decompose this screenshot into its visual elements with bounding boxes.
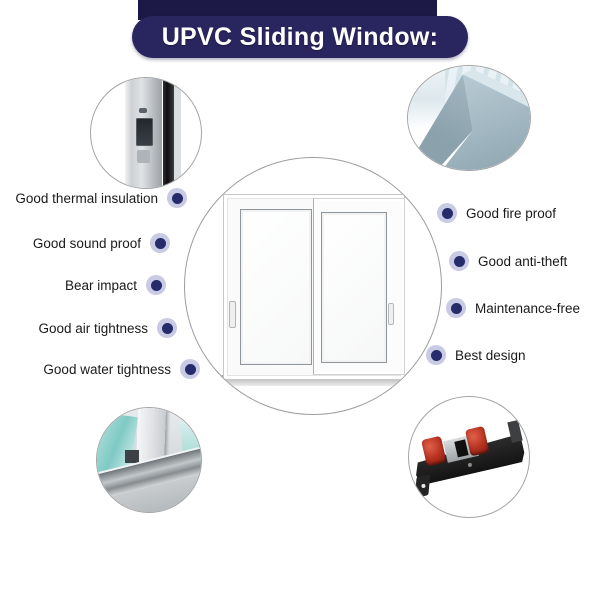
feature-bear-impact: Bear impact xyxy=(65,275,166,295)
gasket-strip xyxy=(162,78,174,188)
bullet-dot-icon xyxy=(437,203,457,223)
bullet-dot-icon xyxy=(446,298,466,318)
feature-best-design: Best design xyxy=(426,345,526,365)
feature-label: Good thermal insulation xyxy=(15,190,158,206)
bullet-dot-icon xyxy=(426,345,446,365)
profile-edge xyxy=(173,78,182,188)
lock-keeper xyxy=(136,117,153,147)
feature-thermal-insulation: Good thermal insulation xyxy=(15,188,187,208)
keeper-slot xyxy=(139,107,148,114)
title-banner: UPVC Sliding Window: xyxy=(132,16,468,58)
main-product-circle xyxy=(184,157,442,415)
feature-water-tightness: Good water tightness xyxy=(43,359,200,379)
window-left-glass xyxy=(240,209,312,365)
bullet-dot-icon xyxy=(449,251,469,271)
page-title: UPVC Sliding Window: xyxy=(161,22,439,51)
bullet-dot-icon xyxy=(167,188,187,208)
feature-fire-proof: Good fire proof xyxy=(437,203,556,223)
feature-label: Good water tightness xyxy=(43,361,171,377)
window-left-handle xyxy=(229,301,236,328)
feature-label: Bear impact xyxy=(64,277,137,293)
roller-assembly xyxy=(408,411,530,502)
feature-maintenance-free: Maintenance-free xyxy=(446,298,580,318)
feature-label: Good anti-theft xyxy=(478,253,568,269)
window-right-handle xyxy=(388,303,394,325)
feature-label: Maintenance-free xyxy=(475,300,581,316)
lock-plate xyxy=(137,149,151,163)
photo-roller-assembly xyxy=(408,396,530,518)
window-shadow xyxy=(214,375,412,386)
feature-label: Good air tightness xyxy=(38,320,148,336)
bullet-dot-icon xyxy=(150,233,170,253)
bullet-dot-icon xyxy=(157,318,177,338)
photo-sliding-track xyxy=(96,407,202,513)
banner-back-layer xyxy=(138,0,437,20)
window-right-glass xyxy=(321,212,387,363)
feature-label: Good fire proof xyxy=(466,205,557,221)
feature-air-tightness: Good air tightness xyxy=(38,318,177,338)
photo-frame-profile xyxy=(90,77,202,189)
feature-label: Good sound proof xyxy=(32,235,141,251)
feature-sound-proof: Good sound proof xyxy=(33,233,170,253)
feature-anti-theft: Good anti-theft xyxy=(449,251,567,271)
photo-corner-joint xyxy=(407,65,531,171)
bullet-dot-icon xyxy=(146,275,166,295)
red-wheel-left xyxy=(421,435,447,467)
track-notch xyxy=(125,449,139,464)
bullet-dot-icon xyxy=(180,359,200,379)
feature-label: Best design xyxy=(455,347,526,363)
